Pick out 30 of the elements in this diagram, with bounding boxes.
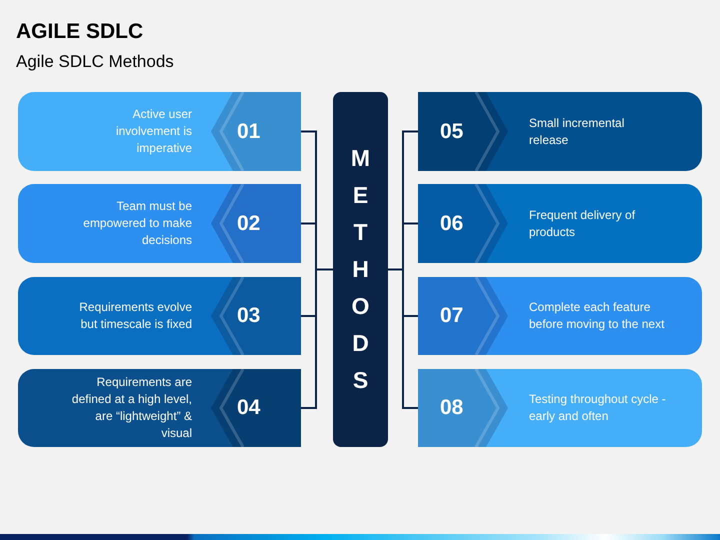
vertical-heading: METHODS — [350, 144, 372, 395]
connector-line — [301, 268, 333, 409]
step-number: 05 — [440, 120, 464, 142]
method-card — [418, 277, 702, 355]
step-number: 04 — [237, 397, 260, 418]
method-description: Requirements are defined at a high level, are “lightweight” & visual — [70, 374, 192, 442]
method-description: Frequent delivery of products — [529, 206, 636, 240]
method-description: Testing throughout cycle - early and often — [529, 391, 667, 425]
method-card — [18, 92, 301, 171]
step-number: 01 — [237, 120, 260, 142]
connector-line — [388, 268, 418, 409]
step-number: 07 — [440, 305, 464, 326]
subtitle: Agile SDLC Methods — [16, 51, 174, 73]
method-card — [18, 369, 301, 447]
method-description: Complete each feature before moving to the next — [529, 299, 666, 333]
title: AGILE SDLC — [16, 19, 144, 45]
step-number: 06 — [440, 212, 464, 234]
method-description: Small incremental release — [529, 114, 626, 148]
method-description: Requirements evolve but timescale is fixed — [78, 299, 192, 333]
method-card — [418, 369, 702, 447]
method-card — [418, 92, 702, 171]
method-description: Active user involvement is imperative — [114, 106, 192, 157]
method-card — [18, 184, 301, 263]
method-card — [18, 277, 301, 355]
method-card — [418, 184, 702, 263]
step-number: 08 — [440, 397, 464, 418]
methods-bar — [333, 92, 388, 447]
step-number: 02 — [237, 212, 260, 234]
step-number: 03 — [237, 305, 260, 326]
method-description: Team must be empowered to make decisions — [82, 198, 192, 249]
